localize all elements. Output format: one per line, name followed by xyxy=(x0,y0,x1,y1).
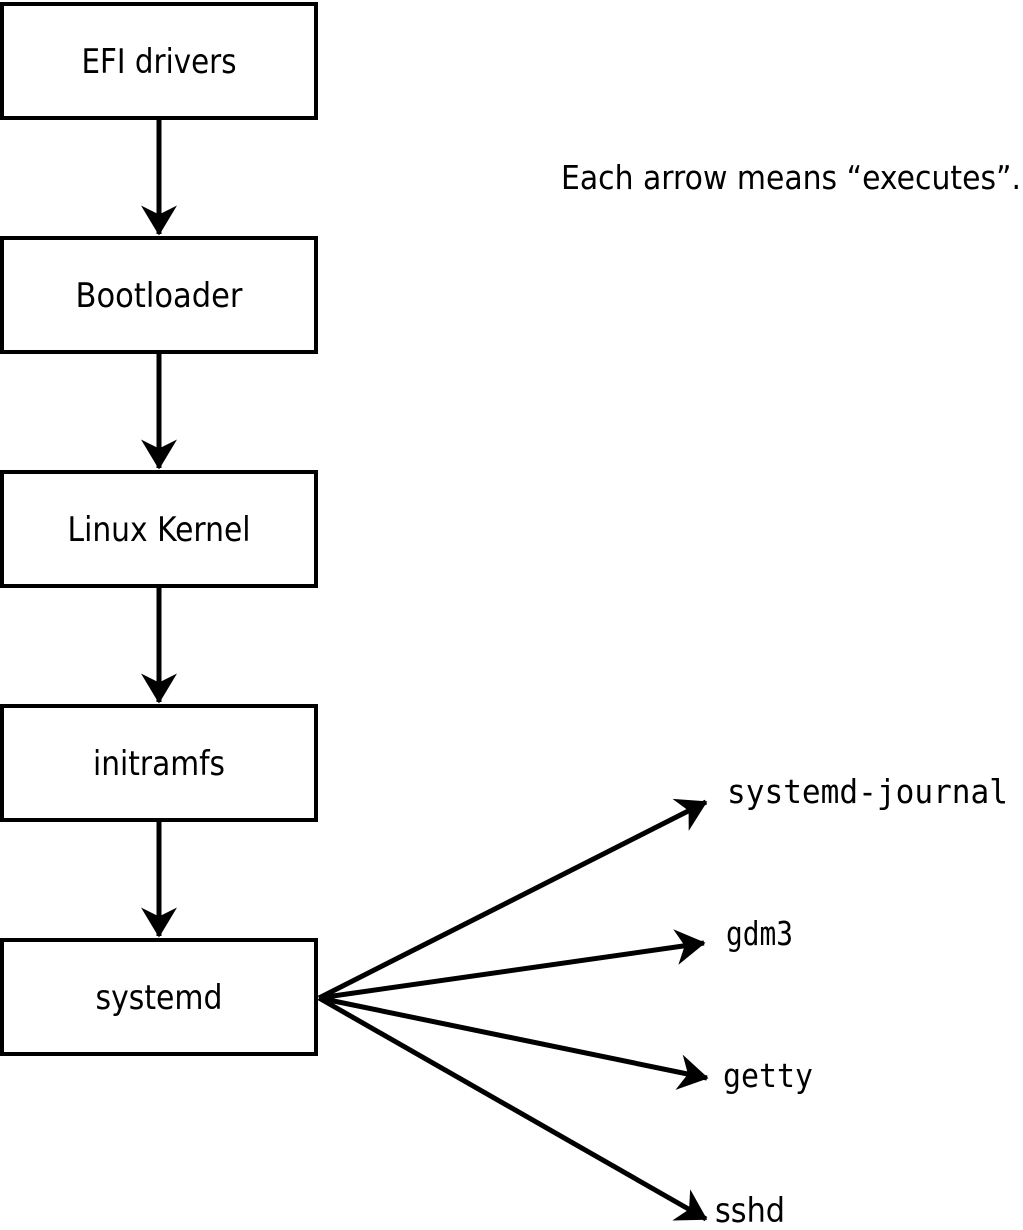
label-getty: getty xyxy=(723,1056,813,1095)
box-bootloader xyxy=(0,236,318,354)
label-systemd-journal: systemd-journal xyxy=(727,772,1008,811)
arrow-meaning-note: Each arrow means “executes”. xyxy=(561,158,1021,197)
arrow-systemd-to-sshd xyxy=(317,995,708,1222)
label-gdm3: gdm3 xyxy=(726,914,793,953)
box-efi-drivers xyxy=(0,2,318,120)
box-label-bootloader: Bootloader xyxy=(76,276,243,316)
box-linux-kernel xyxy=(0,470,318,588)
box-initramfs xyxy=(0,704,318,822)
box-systemd xyxy=(0,938,318,1056)
arrow-systemd-to-getty xyxy=(318,995,709,1090)
arrow-systemd-to-systemd-journal xyxy=(317,798,708,1001)
arrow-systemd-to-gdm3 xyxy=(318,929,706,1001)
label-sshd: sshd xyxy=(715,1191,785,1230)
box-label-initramfs: initramfs xyxy=(93,744,225,784)
box-label-efi-drivers: EFI drivers xyxy=(82,42,237,82)
box-label-systemd: systemd xyxy=(96,978,223,1018)
box-label-linux-kernel: Linux Kernel xyxy=(68,510,251,550)
